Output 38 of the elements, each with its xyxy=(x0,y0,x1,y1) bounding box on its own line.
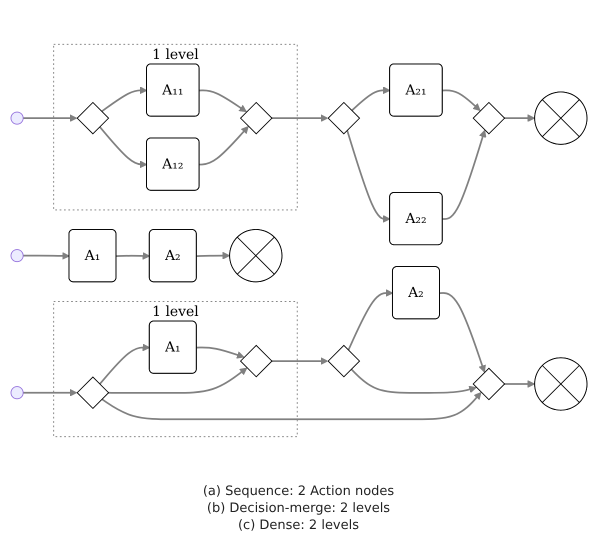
figure-caption: (c) Dense: 2 levels xyxy=(238,518,360,533)
arrow xyxy=(22,252,70,260)
arrow xyxy=(100,392,481,420)
arrow xyxy=(504,114,535,122)
node-circle xyxy=(10,112,24,125)
arrow xyxy=(199,90,246,112)
node-diamond xyxy=(76,102,109,134)
arrow xyxy=(100,86,147,112)
arrow xyxy=(347,289,393,351)
arrow xyxy=(350,368,476,394)
arrow xyxy=(196,252,230,260)
arrow xyxy=(98,126,147,168)
arrow xyxy=(350,86,390,112)
figure-caption: (a) Sequence: 2 Action nodes xyxy=(202,484,394,499)
arrow xyxy=(22,114,77,122)
arrow xyxy=(196,346,244,359)
arrow xyxy=(439,292,486,373)
arrow xyxy=(22,388,77,397)
node-diamond xyxy=(239,102,272,134)
node-diamond xyxy=(239,344,272,378)
node-diamond xyxy=(76,376,109,410)
node-circle xyxy=(10,386,24,400)
arrow xyxy=(504,380,535,388)
arrow xyxy=(271,114,328,122)
node-diamond xyxy=(472,368,505,400)
arrow xyxy=(108,368,247,394)
arrow xyxy=(442,130,486,220)
arrow xyxy=(199,126,248,166)
arrow xyxy=(442,90,480,112)
node-diamond xyxy=(327,102,360,134)
figure-caption: (b) Decision-merge: 2 levels xyxy=(206,501,390,516)
node-diamond xyxy=(327,344,360,378)
arrow xyxy=(346,130,390,223)
node-circle xyxy=(10,249,24,262)
arrow xyxy=(116,252,150,260)
arrow xyxy=(271,357,328,365)
arrow xyxy=(98,344,150,385)
node-diamond xyxy=(472,102,505,134)
